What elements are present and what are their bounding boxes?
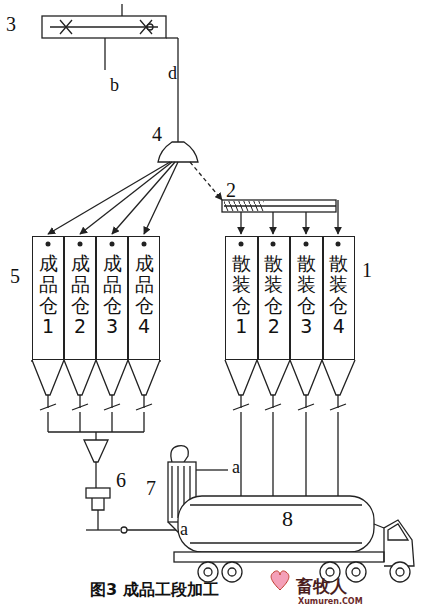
bin-label: 散装仓1 <box>232 253 251 337</box>
bin-label: 成品仓1 <box>39 253 58 337</box>
callout-number: 2 <box>226 180 236 200</box>
callout-number: 8 <box>282 508 293 530</box>
storage-bin: 成品仓1 <box>32 236 64 360</box>
figure-caption: 图3 成品工段加工 <box>90 582 219 598</box>
line-letter: a <box>180 520 188 538</box>
watermark: 畜牧人 <box>296 578 347 595</box>
bin-label: 成品仓3 <box>103 253 122 337</box>
storage-bin: 散装仓2 <box>258 236 291 360</box>
storage-bin: 成品仓2 <box>64 236 96 360</box>
callout-number: 5 <box>10 266 20 286</box>
storage-bin: 散装仓1 <box>225 236 258 360</box>
bin-label: 散装仓2 <box>264 253 283 337</box>
watermark: Xumuren.COM <box>298 598 363 606</box>
line-letter: b <box>110 76 119 94</box>
bin-label: 散装仓3 <box>297 253 316 337</box>
bin-label: 散装仓4 <box>329 253 348 337</box>
callout-number: 4 <box>152 124 162 144</box>
storage-bin: 散装仓4 <box>323 236 356 360</box>
callout-number: 7 <box>146 478 156 498</box>
storage-bin: 成品仓4 <box>128 236 160 360</box>
callout-number: 1 <box>362 260 372 280</box>
storage-bin: 散装仓3 <box>290 236 323 360</box>
callout-number: 3 <box>6 14 16 34</box>
line-letter: d <box>168 64 177 82</box>
bin-label: 成品仓2 <box>71 253 90 337</box>
callout-number: 6 <box>116 470 126 490</box>
line-letter: a <box>232 458 240 476</box>
bin-label: 成品仓4 <box>135 253 154 337</box>
storage-bin: 成品仓3 <box>96 236 128 360</box>
